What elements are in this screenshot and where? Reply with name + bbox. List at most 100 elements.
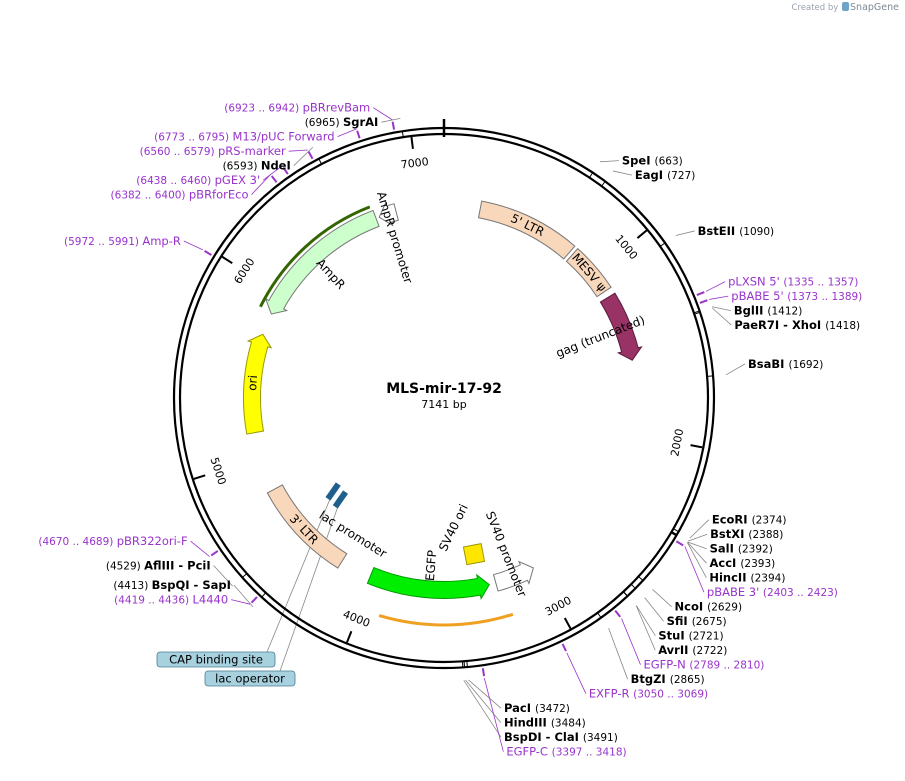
site-mark-eagi xyxy=(601,181,606,187)
primer-label-plxsn-5: pLXSN 5' (1335 .. 1357) xyxy=(728,275,858,289)
primer-name-amp-r: Amp-R xyxy=(142,234,181,248)
primer-label-pbabe-5: pBABE 5' (1373 .. 1389) xyxy=(731,289,862,303)
site-name-ecori: EcoRI xyxy=(712,513,752,527)
callout-acci xyxy=(687,541,707,564)
site-label-bsteii: BstEII (1090) xyxy=(698,224,774,238)
site-name-bstxi: BstXI xyxy=(710,527,748,541)
callout-egfp-c xyxy=(483,678,504,752)
site-name-eagi: EagI xyxy=(635,168,667,182)
site-name-spei: SpeI xyxy=(622,154,655,168)
feature-label-mesv: MESV ψ xyxy=(569,251,609,295)
feature-ori xyxy=(243,333,273,435)
site-name-sgrai: SgrAI xyxy=(343,115,378,129)
site-position-bspqi-sapi: (4413) xyxy=(113,580,151,592)
feature-cap-binding-site xyxy=(325,482,341,501)
site-label-bspqi-sapi: (4413) BspQI - SapI xyxy=(113,578,231,592)
site-position-ncoi: (2629) xyxy=(707,602,742,614)
box-label-lac-operator: lac operator xyxy=(204,670,296,687)
primer-name-pbrforeco: pBRforEco xyxy=(189,188,249,202)
site-position-bsabi: (1692) xyxy=(788,359,823,371)
callout-ecori xyxy=(689,519,710,539)
site-label-btgzi: BtgZI (2865) xyxy=(631,672,705,686)
feature-sv40-promoter xyxy=(492,560,535,592)
box-label-cap-binding-site: CAP binding site xyxy=(156,651,276,668)
callout-pgex-3 xyxy=(262,165,283,181)
callout-bspqi-sapi xyxy=(233,584,254,608)
primer-mark-prs-marker xyxy=(307,151,314,160)
credit-brand: SnapGene xyxy=(850,2,899,13)
site-mark-hincii xyxy=(670,532,677,537)
site-position-bsteii: (1090) xyxy=(739,226,774,238)
callout-l4440 xyxy=(231,599,251,605)
plasmid-size: 7141 bp xyxy=(421,398,466,411)
site-name-bspdi-clai: BspDI - ClaI xyxy=(504,730,583,744)
callout-afliii-pcii xyxy=(213,565,233,587)
primer-mark-pbabe-5 xyxy=(699,299,708,304)
feature-5-ltr xyxy=(477,200,576,260)
site-label-paci: PacI (3472) xyxy=(504,701,570,715)
callout-bsteii xyxy=(675,230,695,236)
primer-range-pbrforeco: (6382 .. 6400) xyxy=(111,190,189,202)
tick-3000 xyxy=(563,617,572,630)
site-name-sali: SalI xyxy=(710,542,738,556)
primer-label-pbr322ori-f: (4670 .. 4689) pBR322ori-F xyxy=(38,534,187,548)
feature-lac-operator xyxy=(332,490,349,509)
primer-label-amp-r: (5972 .. 5991) Amp-R xyxy=(64,234,181,248)
box-callout-lac-operator xyxy=(279,499,341,672)
site-label-stui: StuI (2721) xyxy=(658,629,723,643)
site-label-hincii: HincII (2394) xyxy=(709,571,785,585)
primer-name-pbrrevbam: pBRrevBam xyxy=(303,101,371,115)
feature-egfp xyxy=(366,566,490,601)
feature-mesv xyxy=(565,247,612,298)
tick-2000 xyxy=(690,444,703,449)
site-name-bsabi: BsaBI xyxy=(748,357,788,371)
primer-label-egfp-n: EGFP-N (2789 .. 2810) xyxy=(643,658,764,672)
site-label-ncoi: NcoI (2629) xyxy=(675,600,743,614)
callout-stui xyxy=(636,605,656,636)
callout-egfp-n xyxy=(621,618,641,665)
tick-6000 xyxy=(221,255,233,265)
orf-arc-0 xyxy=(378,612,514,627)
primer-label-pbabe-3: pBABE 3' (2403 .. 2423) xyxy=(707,585,838,599)
primer-mark-amp-r xyxy=(204,250,212,256)
site-name-sfii: SfiI xyxy=(667,614,692,628)
feature-label-sv40-ori: SV40 ori xyxy=(436,502,471,554)
primer-range-prs-marker: (6560 .. 6579) xyxy=(140,146,218,158)
site-label-bstxi: BstXI (2388) xyxy=(710,527,783,541)
feature-gag-truncated xyxy=(599,292,643,361)
site-name-bspqi-sapi: BspQI - SapI xyxy=(152,578,231,592)
primer-range-plxsn-5: (1335 .. 1357) xyxy=(783,277,858,289)
site-position-stui: (2721) xyxy=(689,631,724,643)
site-name-afliii-pcii: AflIII - PciI xyxy=(144,559,211,573)
primer-range-pbrrevbam: (6923 .. 6942) xyxy=(224,103,302,115)
site-label-sfii: SfiI (2675) xyxy=(667,614,727,628)
callout-hindiii xyxy=(465,679,502,723)
site-position-afliii-pcii: (4529) xyxy=(106,561,144,573)
site-label-avrii: AvrII (2722) xyxy=(658,643,727,657)
tick-label-6000: 6000 xyxy=(231,256,257,287)
primer-range-pbr322ori-f: (4670 .. 4689) xyxy=(38,536,116,548)
site-position-btgzi: (2865) xyxy=(670,674,705,686)
callout-avrii xyxy=(635,605,656,651)
box-label-bg-lac-operator xyxy=(204,670,296,687)
site-position-sali: (2392) xyxy=(738,544,773,556)
primer-name-m13-puc-forward: M13/pUC Forward xyxy=(232,130,334,144)
feature-label-ori: ori xyxy=(245,375,260,392)
box-label-text-lac-operator: lac operator xyxy=(215,672,285,686)
primer-mark-pgex-3 xyxy=(282,166,289,175)
credit-prefix: Created by xyxy=(791,3,839,13)
callout-lines xyxy=(183,107,746,752)
site-mark-bglii xyxy=(693,310,700,314)
callout-m13-puc-forward xyxy=(337,128,357,138)
primer-name-egfp-n: EGFP-N xyxy=(643,658,689,672)
callout-spei xyxy=(599,160,619,163)
primer-label-pgex-3: (6438 .. 6460) pGEX 3' xyxy=(136,173,260,187)
callout-bglii xyxy=(711,306,731,311)
site-mark-avrii xyxy=(622,591,628,597)
site-label-bglii: BglII (1412) xyxy=(734,304,802,318)
tick-4000 xyxy=(346,630,353,643)
primer-mark-egfp-n xyxy=(614,610,622,618)
callout-sgrai xyxy=(381,117,401,123)
feature-label-ampr: AmpR xyxy=(313,256,348,292)
